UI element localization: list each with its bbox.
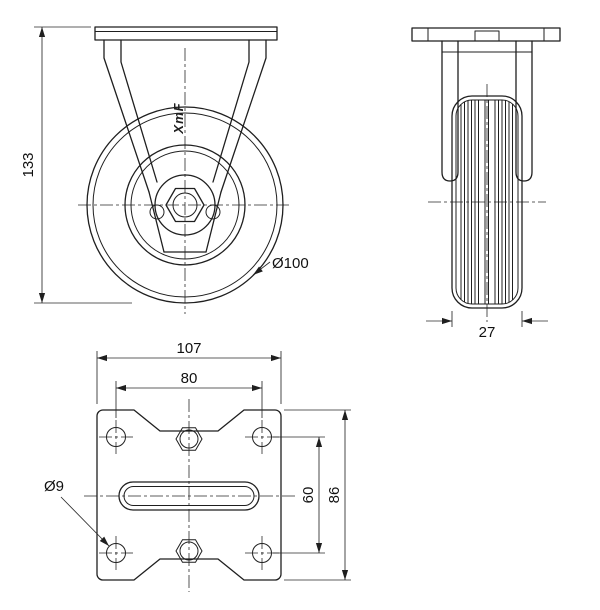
dimension-hole-spacing-depth: 60 xyxy=(273,436,325,554)
brand-logo: XmF xyxy=(171,102,186,134)
wheel-side xyxy=(451,95,523,309)
plan-view: 107 80 60 86 Ø9 xyxy=(44,340,351,592)
side-view: 27 xyxy=(411,27,561,341)
dim-plate-depth-label: 86 xyxy=(326,487,343,504)
dim-plate-width-label: 107 xyxy=(176,340,201,357)
dimension-hole-spacing-width: 80 xyxy=(115,370,263,418)
dim-hole-spacing-depth-label: 60 xyxy=(300,487,317,504)
center-lines-side xyxy=(428,84,546,322)
dimension-plate-depth: 86 xyxy=(284,409,351,581)
dim-wheel-width-label: 27 xyxy=(479,324,496,341)
hex-bolt-top xyxy=(175,427,203,451)
rivet-left xyxy=(149,204,165,220)
dimension-height: 133 xyxy=(20,26,132,304)
dim-height-label: 133 xyxy=(20,152,37,177)
mounting-plate-front xyxy=(94,26,278,41)
front-view: XmF 133 Ø100 xyxy=(20,26,309,314)
hex-bolt-bottom xyxy=(175,539,203,563)
wheel-tread-lines xyxy=(460,100,513,304)
fork-bracket-side xyxy=(441,40,533,182)
mounting-plate-side xyxy=(411,27,561,42)
dimension-hole-diameter: Ø9 xyxy=(44,478,110,547)
dim-hole-diameter-label: Ø9 xyxy=(44,478,64,495)
dimension-plate-width: 107 xyxy=(96,340,282,404)
center-lines-front xyxy=(78,48,292,314)
wheel-front xyxy=(86,106,284,304)
dim-hole-spacing-width-label: 80 xyxy=(181,370,198,387)
dimension-wheel-diameter: Ø100 xyxy=(252,255,309,276)
fork-bracket-front xyxy=(103,39,267,253)
dimension-wheel-width: 27 xyxy=(426,311,548,341)
axle-hex-nut xyxy=(165,187,205,223)
kingpin-bolts xyxy=(175,427,203,563)
center-slot xyxy=(118,481,260,511)
rivet-right xyxy=(205,204,221,220)
mounting-plate-outline xyxy=(96,409,282,581)
dim-wheel-diameter-label: Ø100 xyxy=(272,255,309,272)
